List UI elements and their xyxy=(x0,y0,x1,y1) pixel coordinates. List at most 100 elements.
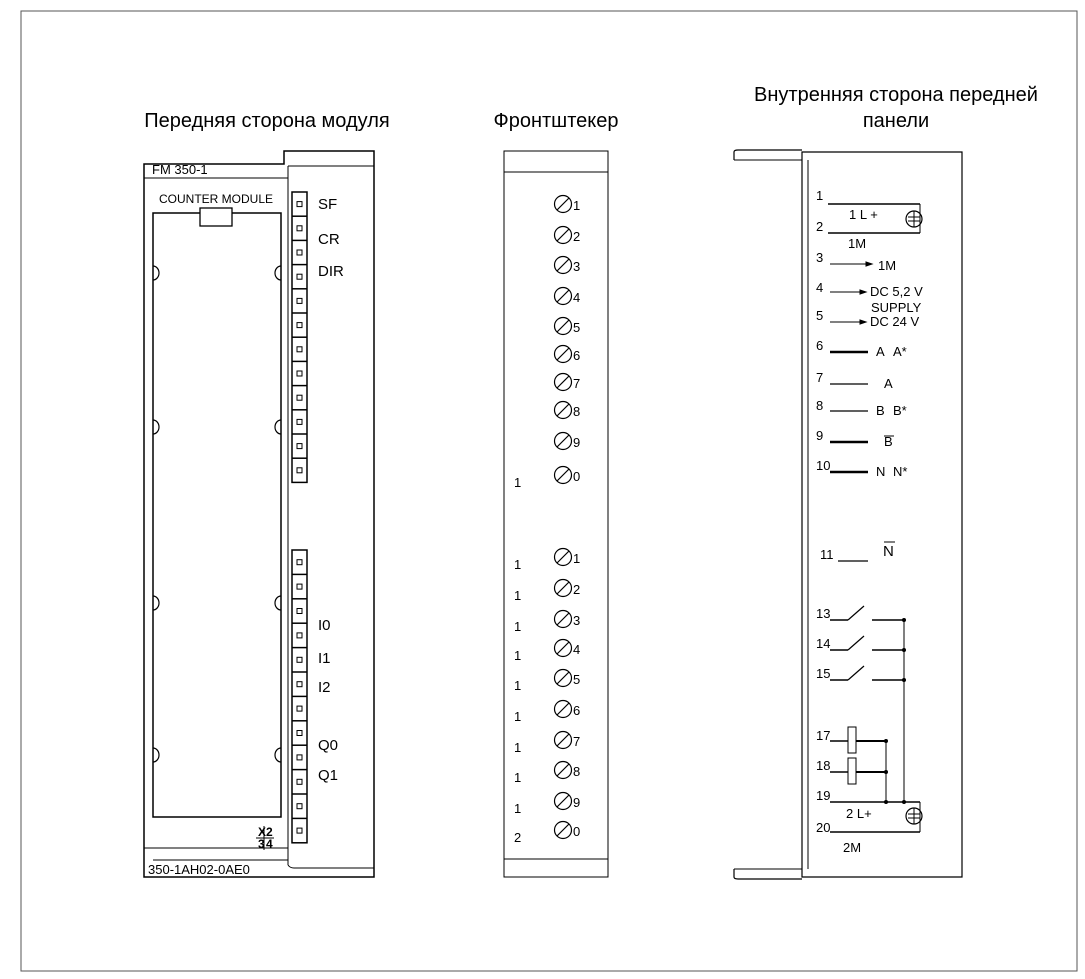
heading-front-connector: Фронтштекер xyxy=(494,110,619,132)
pin-18: 18 xyxy=(816,758,830,773)
label-b: B xyxy=(876,403,885,418)
terminal-number-units: 3 xyxy=(573,613,580,628)
io-label-i1: I1 xyxy=(318,650,331,667)
terminal-number-units: 9 xyxy=(573,435,580,450)
terminal-screw xyxy=(553,400,573,420)
terminal-screw xyxy=(553,668,573,688)
pin-9: 9 xyxy=(816,428,823,443)
panel-junctions xyxy=(884,618,906,804)
terminal-screw xyxy=(553,820,573,840)
terminal-number-tens: 2 xyxy=(514,830,521,845)
terminal-screw xyxy=(553,194,573,214)
terminal-number-units: 0 xyxy=(573,469,580,484)
terminal-screw xyxy=(553,791,573,811)
figure-border xyxy=(20,10,1078,972)
label-b-star: B* xyxy=(893,403,907,418)
module-outline xyxy=(143,150,375,878)
io-led-indicator xyxy=(296,559,303,566)
led-indicator xyxy=(296,346,303,353)
led-label-sf: SF xyxy=(318,196,337,213)
io-label-q1: Q1 xyxy=(318,767,338,784)
terminal-screw xyxy=(553,760,573,780)
io-led-indicator xyxy=(296,754,303,761)
led-indicator xyxy=(296,418,303,425)
terminal-screw xyxy=(553,286,573,306)
terminal-number-units: 7 xyxy=(573,734,580,749)
led-indicator xyxy=(296,467,303,474)
io-led-indicator xyxy=(296,608,303,614)
heading-panel-inner-line1: Внутренняя сторона передней xyxy=(754,84,1038,106)
terminal-number-units: 0 xyxy=(573,824,580,839)
pin-4: 4 xyxy=(816,280,823,295)
arrow-pin-5 xyxy=(859,319,868,325)
terminal-screw-slot xyxy=(556,581,570,595)
id-mark-c: 3 xyxy=(258,837,265,851)
terminal-number-tens: 1 xyxy=(514,709,521,724)
terminal-screw-slot xyxy=(556,733,570,747)
label-n: N xyxy=(876,464,885,479)
led-indicator xyxy=(296,201,303,208)
terminal-screw-slot xyxy=(556,289,570,303)
module-type-label: COUNTER MODULE xyxy=(159,192,273,206)
terminal-screw-slot xyxy=(556,434,570,448)
terminal-screw-slot xyxy=(556,375,570,389)
pin-19: 19 xyxy=(816,788,830,803)
terminal-screw-slot xyxy=(556,763,570,777)
terminal-number-units: 9 xyxy=(573,795,580,810)
pin-17: 17 xyxy=(816,728,830,743)
module-order-number: 350-1AH02-0AE0 xyxy=(148,862,250,877)
pin-6: 6 xyxy=(816,338,823,353)
io-led-indicator xyxy=(296,583,303,590)
terminal-screw-slot xyxy=(556,258,570,272)
output-17-coil xyxy=(847,726,857,754)
terminal-screw xyxy=(553,255,573,275)
label-2m: 2M xyxy=(843,840,861,855)
terminal-screw xyxy=(553,547,573,567)
module-led-strip-bottom xyxy=(291,549,308,844)
label-dc-5-2-v: DC 5,2 V xyxy=(870,284,923,299)
terminal-number-units: 3 xyxy=(573,259,580,274)
terminal-screw-slot xyxy=(556,794,570,808)
terminal-screw-slot xyxy=(556,403,570,417)
terminal-number-tens: 1 xyxy=(514,475,521,490)
terminal-screw-slot xyxy=(556,468,570,482)
terminal-number-units: 5 xyxy=(573,672,580,687)
id-mark-b: 2 xyxy=(266,825,273,839)
terminal-number-units: 8 xyxy=(573,404,580,419)
terminal-screw-slot xyxy=(556,702,570,716)
io-led-indicator xyxy=(296,778,303,785)
terminal-number-units: 4 xyxy=(573,642,580,657)
terminal-screw-slot xyxy=(556,641,570,655)
terminal-number-units: 6 xyxy=(573,703,580,718)
pin-1: 1 xyxy=(816,188,823,203)
module-window-hinge-left xyxy=(152,265,160,763)
label-a-bar: A xyxy=(884,376,893,391)
terminal-screw xyxy=(553,578,573,598)
module-front xyxy=(143,150,375,878)
terminal-screw-slot xyxy=(556,228,570,242)
panel-outline xyxy=(801,151,963,878)
arrow-pin-3 xyxy=(865,261,874,267)
panel-wiring xyxy=(828,203,923,833)
terminal-number-units: 2 xyxy=(573,229,580,244)
led-indicator xyxy=(296,249,303,256)
terminal-number-tens: 1 xyxy=(514,588,521,603)
terminal-screw xyxy=(553,225,573,245)
pin-14: 14 xyxy=(816,636,830,651)
terminal-number-units: 2 xyxy=(573,582,580,597)
io-led-indicator xyxy=(296,803,303,810)
terminal-screw xyxy=(553,316,573,336)
supply-2-symbol xyxy=(905,807,923,825)
pin-8: 8 xyxy=(816,398,823,413)
terminal-screw-slot xyxy=(556,671,570,685)
pin-20: 20 xyxy=(816,820,830,835)
heading-module-front: Передняя сторона модуля xyxy=(144,110,389,132)
terminal-screw xyxy=(553,431,573,451)
terminal-number-tens: 1 xyxy=(514,619,521,634)
label-2l-plus: 2 L+ xyxy=(846,806,872,821)
terminal-number-units: 1 xyxy=(573,551,580,566)
front-connector xyxy=(503,150,609,878)
terminal-number-tens: 1 xyxy=(514,557,521,572)
terminal-screw xyxy=(553,344,573,364)
terminal-number-tens: 1 xyxy=(514,770,521,785)
